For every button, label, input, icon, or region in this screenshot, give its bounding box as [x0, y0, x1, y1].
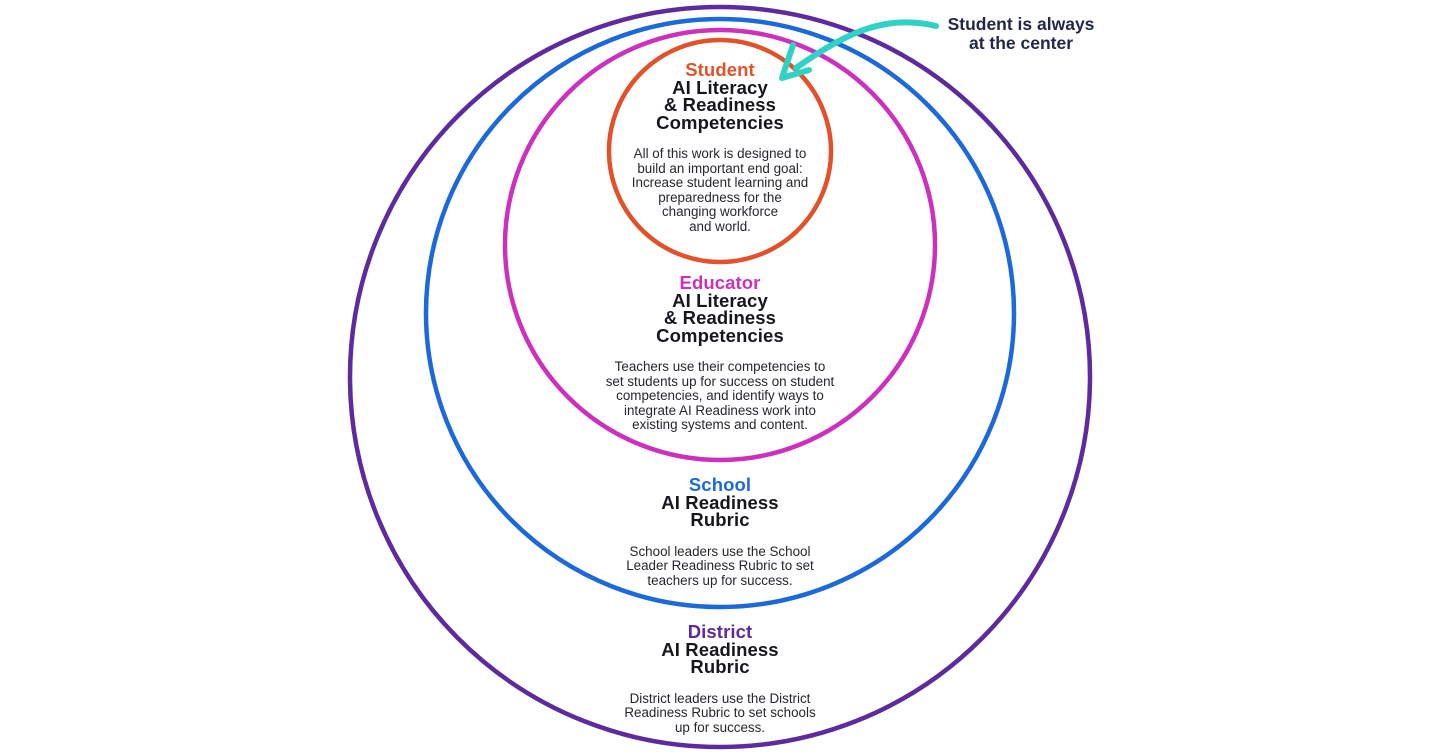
student-title: Student [685, 59, 755, 80]
curved-arrow-head-icon [779, 42, 812, 81]
district-subtitle: AI Readiness Rubric [661, 638, 779, 677]
school-body: School leaders use the School Leader Rea… [626, 543, 814, 588]
educator-ring-circle [502, 27, 938, 463]
educator-title: Educator [679, 272, 761, 293]
school-ring-circle [423, 16, 1017, 610]
school-label-block: School AI Readiness Rubric School leader… [510, 476, 930, 588]
student-label-block: Student AI Literacy & Readiness Competen… [510, 61, 930, 235]
student-subtitle: AI Literacy & Readiness Competencies [656, 76, 784, 133]
district-label-block: District AI Readiness Rubric District le… [510, 623, 930, 735]
center-annotation-text: Student is always at the center [947, 14, 1095, 53]
school-title: School [688, 474, 752, 495]
student-ring-circle [606, 37, 834, 265]
district-ring-circle [347, 4, 1093, 750]
curved-arrow-icon [793, 19, 939, 71]
student-body: All of this work is designed to build an… [631, 146, 809, 234]
educator-subtitle: AI Literacy & Readiness Competencies [656, 289, 784, 346]
educator-label-block: Educator AI Literacy & Readiness Compete… [510, 274, 930, 433]
educator-body: Teachers use their competencies to set s… [605, 359, 835, 433]
district-body: District leaders use the District Readin… [624, 690, 816, 735]
school-subtitle: AI Readiness Rubric [661, 491, 779, 530]
district-title: District [687, 621, 753, 642]
